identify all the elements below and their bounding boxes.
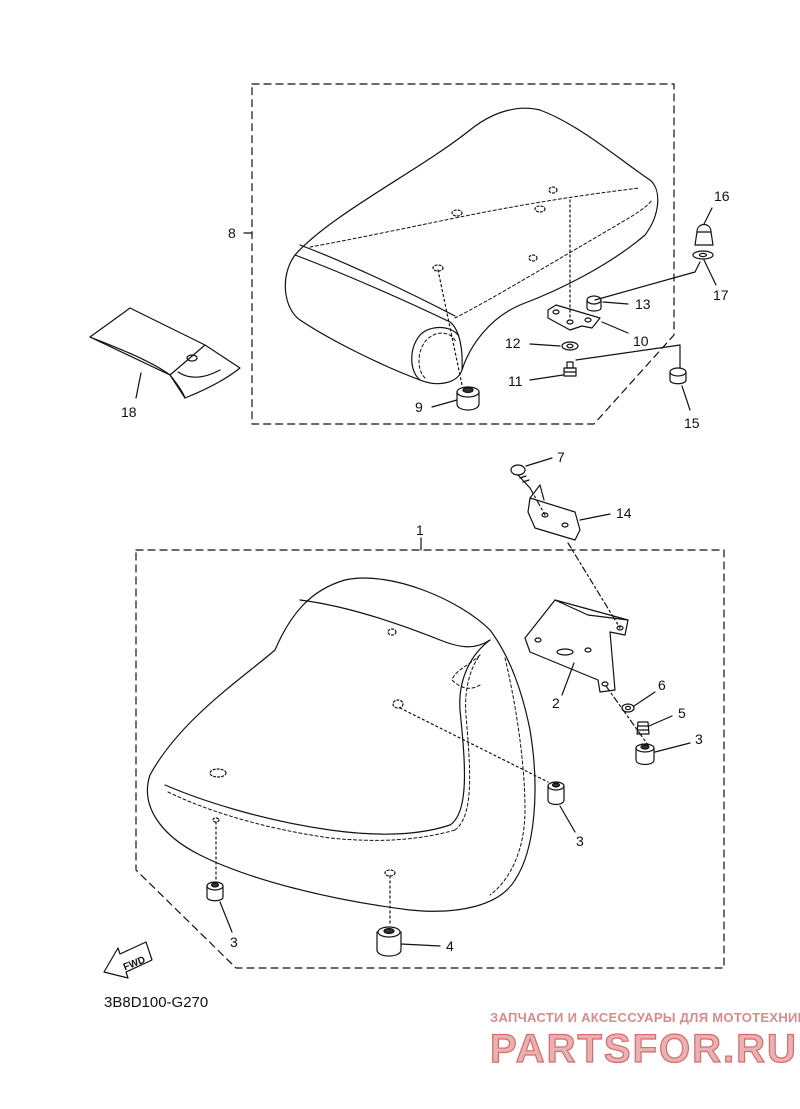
callout-12: 12 (505, 335, 521, 351)
callout-7: 7 (557, 449, 565, 465)
bracket-2 (524, 599, 629, 693)
rider-seat-group-box (135, 549, 725, 969)
passenger-seat (284, 107, 659, 385)
callout-16: 16 (714, 188, 730, 204)
callout-9: 9 (415, 399, 423, 415)
callout-1: 1 (416, 522, 424, 538)
watermark-brand: PARTSFOR.RU (490, 1027, 798, 1071)
collar-13 (586, 295, 602, 312)
watermark-tagline: ЗАПЧАСТИ И АКСЕССУАРЫ ДЛЯ МОТОТЕХНИКИ (490, 1010, 800, 1025)
callout-15: 15 (684, 415, 700, 431)
seat-cover-18 (89, 307, 241, 399)
fwd-arrow-icon (103, 941, 153, 979)
damper-3-center (547, 781, 565, 806)
washer-17 (692, 250, 714, 260)
callout-14: 14 (616, 505, 632, 521)
callout-labels: 1 2 3 3 3 4 5 6 7 8 9 10 11 12 13 14 15 … (121, 188, 730, 954)
leader-9 (431, 399, 458, 408)
callout-3: 3 (576, 833, 584, 849)
bolt-5 (636, 721, 650, 735)
nut-16 (694, 223, 714, 246)
callout-2: 2 (552, 695, 560, 711)
damper-9 (456, 386, 480, 411)
callout-3: 3 (695, 731, 703, 747)
callout-18: 18 (121, 404, 137, 420)
bracket-10 (547, 304, 601, 331)
callout-5: 5 (678, 705, 686, 721)
callout-3: 3 (230, 934, 238, 950)
damper-4 (376, 926, 402, 957)
diagram-code: 3B8D100-G270 (104, 994, 208, 1011)
rider-seat (146, 577, 536, 912)
callout-17: 17 (713, 287, 729, 303)
passenger-seat-group-box (251, 83, 675, 425)
bolt-7 (510, 464, 531, 489)
callout-10: 10 (633, 333, 649, 349)
washer-12 (561, 341, 579, 351)
callout-4: 4 (446, 938, 454, 954)
bracket-14 (527, 484, 581, 541)
damper-3-right (635, 743, 655, 766)
bolt-11 (563, 361, 577, 377)
callout-8: 8 (228, 225, 236, 241)
callout-13: 13 (635, 296, 651, 312)
collar-6 (621, 703, 635, 713)
callout-11: 11 (508, 373, 523, 389)
callout-6: 6 (658, 677, 666, 693)
damper-3-left (206, 881, 224, 902)
collar-15 (669, 367, 687, 385)
